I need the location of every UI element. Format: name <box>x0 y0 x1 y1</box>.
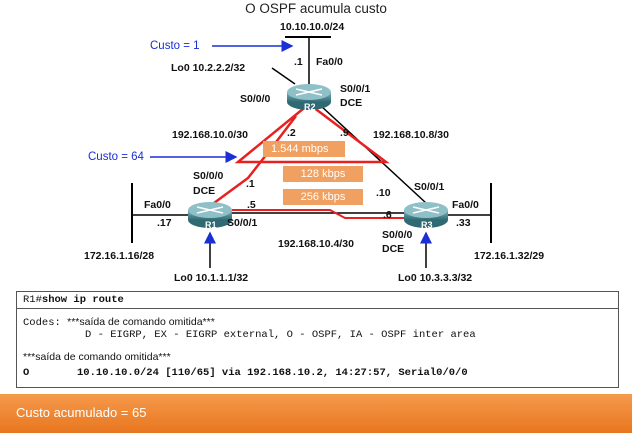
lan-r2 <box>285 36 331 92</box>
router-r1-label: R1 <box>205 220 217 230</box>
router-r1: R1 <box>188 202 232 230</box>
r1-host-to-r3: .5 <box>247 199 256 211</box>
topology-drawing: R2 R1 R3 <box>131 36 492 268</box>
r3-loopback: Lo0 10.3.3.3/32 <box>398 272 473 284</box>
r1-s000-dce: DCE <box>193 185 216 197</box>
r2-s000: S0/0/0 <box>240 93 271 105</box>
r1-fa-interface: Fa0/0 <box>144 199 171 211</box>
r2-s001-dce: DCE <box>340 97 363 109</box>
r2-host-to-r3: .9 <box>340 127 349 139</box>
link-r1-r2 <box>213 115 297 205</box>
lan-r1 <box>131 183 188 243</box>
result-text: Custo acumulado = 65 <box>16 405 147 420</box>
cli-separator <box>17 308 618 309</box>
router-r2: R2 <box>287 84 331 112</box>
cli-route-entry: 10.10.10.0/24 [110/65] via 192.168.10.2,… <box>77 367 468 379</box>
r3-host-to-r2: .10 <box>376 187 391 199</box>
cli-command-line: R1#show ip route <box>23 294 124 306</box>
cli-route-code: O <box>23 367 30 379</box>
r1-s001: S0/0/1 <box>227 217 258 229</box>
link-r2-r3-network: 192.168.10.8/30 <box>373 129 449 141</box>
link-r1-r3-network: 192.168.10.4/30 <box>278 238 354 250</box>
router-r3-label: R3 <box>421 220 433 230</box>
loopback-r2-arrow <box>271 67 296 85</box>
r2-fa-host: .1 <box>294 56 303 68</box>
bandwidth-r1-r2: 1.544 mbps <box>263 141 345 157</box>
r2-host-to-r1: .2 <box>287 127 296 139</box>
cli-prompt: R1# <box>23 294 42 306</box>
r3-s000-dce: DCE <box>382 243 405 255</box>
r2-lan-network: 10.10.10.0/24 <box>280 21 345 33</box>
r3-s000: S0/0/0 <box>382 229 413 241</box>
link-r1-r2-network: 192.168.10.0/30 <box>172 129 248 141</box>
cost-r2-annotation: Custo = 1 <box>150 40 200 52</box>
r3-host-to-r1: .6 <box>383 209 392 221</box>
r2-fa-interface: Fa0/0 <box>316 56 343 68</box>
router-r3: R3 <box>404 202 448 230</box>
r3-fa-host: .33 <box>456 217 471 229</box>
router-r2-label: R2 <box>304 102 316 112</box>
link-r2-r3 <box>319 104 427 204</box>
bandwidth-r1-r3: 256 kbps <box>283 189 363 205</box>
cli-codes-label: Codes: <box>23 317 61 329</box>
cost-link-annotation: Custo = 64 <box>88 151 144 163</box>
r1-fa-host: .17 <box>157 217 172 229</box>
result-banner: Custo acumulado = 65 <box>0 394 632 433</box>
bandwidth-r2-r3: 128 kbps <box>283 166 363 182</box>
cli-omitted: ***saída de comando omitida*** <box>23 351 171 363</box>
highlighted-cost-path <box>234 103 390 164</box>
r1-lan-network: 172.16.1.16/28 <box>84 250 155 262</box>
r1-loopback: Lo0 10.1.1.1/32 <box>174 272 249 284</box>
r1-host-to-r2: .1 <box>246 178 255 190</box>
link-r1-r3-zigzag <box>232 209 404 219</box>
lan-r3 <box>445 183 492 243</box>
cli-codes-omitted: ***saída de comando omitida*** <box>67 316 215 328</box>
cli-codes-definitions: D - EIGRP, EX - EIGRP external, O - OSPF… <box>85 329 476 341</box>
cli-codes-line: Codes: ***saída de comando omitida*** <box>23 316 215 329</box>
r2-s001: S0/0/1 <box>340 83 371 95</box>
r3-lan-network: 172.16.1.32/29 <box>474 250 545 262</box>
r1-s000: S0/0/0 <box>193 170 224 182</box>
cli-command: show ip route <box>41 294 124 306</box>
diagram-title: O OSPF acumula custo <box>245 1 387 16</box>
cli-output-panel: R1#show ip route Codes: ***saída de coma… <box>16 291 619 388</box>
r3-fa-interface: Fa0/0 <box>452 199 479 211</box>
r2-loopback: Lo0 10.2.2.2/32 <box>171 62 246 74</box>
r3-s001: S0/0/1 <box>414 181 445 193</box>
ospf-topology-diagram: R2 R1 R3 O OSPF acumula custo Custo = 1 … <box>84 1 545 284</box>
